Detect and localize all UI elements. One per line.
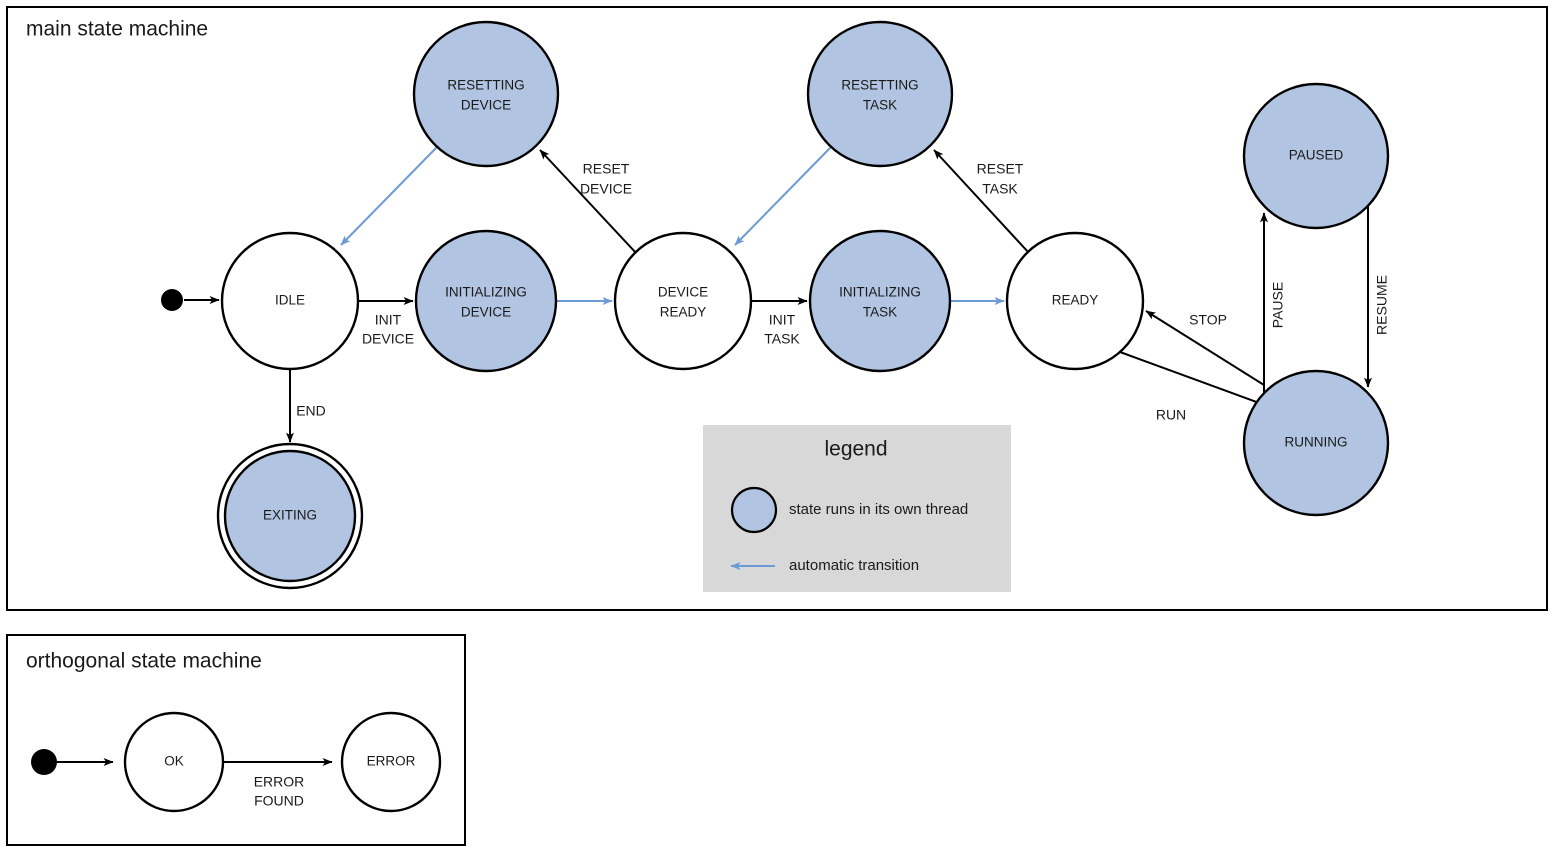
- state-resetting-device-label-line1: RESETTING: [447, 78, 524, 93]
- transition-ready-to-resetting-task: [933, 149, 1030, 254]
- state-idle[interactable]: IDLE: [220, 231, 360, 371]
- state-initializing-device-label-line1: INITIALIZING: [445, 285, 527, 300]
- edge-label-resume: RESUME: [1374, 275, 1390, 335]
- edge-label-stop: STOP: [1189, 312, 1227, 328]
- transition-resetting-task-to-device-ready: [734, 146, 832, 246]
- orthogonal-machine-frame: [6, 634, 466, 846]
- state-initializing-device[interactable]: INITIALIZING DEVICE: [414, 229, 558, 373]
- edge-label-pause: PAUSE: [1270, 282, 1286, 328]
- edge-label-run: RUN: [1156, 407, 1186, 423]
- state-device-ready[interactable]: DEVICE READY: [613, 231, 753, 371]
- legend-thread-state-label: state runs in its own thread: [789, 501, 968, 518]
- state-device-ready-label-line2: READY: [660, 305, 707, 320]
- edge-label-reset-device-line1: RESET: [583, 161, 630, 177]
- state-initializing-task-label-line2: TASK: [863, 305, 897, 320]
- state-resetting-task-label-line2: TASK: [863, 98, 897, 113]
- state-resetting-device[interactable]: RESETTING DEVICE: [412, 20, 560, 168]
- edge-label-reset-device-line2: DEVICE: [580, 181, 632, 197]
- state-ready[interactable]: READY: [1005, 231, 1145, 371]
- transition-running-to-ready: [1145, 310, 1265, 386]
- state-exiting[interactable]: EXITING: [216, 442, 364, 590]
- state-initializing-task-label-line1: INITIALIZING: [839, 285, 921, 300]
- state-ok-label: OK: [164, 754, 184, 769]
- edge-label-init-device-line1: INIT: [375, 312, 402, 328]
- state-resetting-device-label-line2: DEVICE: [461, 98, 511, 113]
- state-ready-label: READY: [1052, 293, 1099, 308]
- state-error-label: ERROR: [367, 754, 416, 769]
- state-device-ready-label-line1: DEVICE: [658, 285, 708, 300]
- state-resetting-task[interactable]: RESETTING TASK: [806, 20, 954, 168]
- edge-label-error-found-line1: ERROR: [254, 774, 305, 790]
- state-initializing-device-label-line2: DEVICE: [461, 305, 511, 320]
- state-idle-label: IDLE: [275, 293, 305, 308]
- orthogonal-machine-title: orthogonal state machine: [26, 650, 262, 673]
- state-running-label: RUNNING: [1285, 435, 1348, 450]
- edge-label-end: END: [296, 403, 326, 419]
- main-machine-frame: [6, 6, 1548, 611]
- transition-ready-to-running: [1119, 351, 1274, 409]
- state-paused[interactable]: PAUSED: [1242, 82, 1390, 230]
- legend-automatic-transition-label: automatic transition: [789, 557, 919, 574]
- edge-label-init-task-line2: TASK: [764, 331, 800, 347]
- edge-label-reset-task-line2: TASK: [982, 181, 1018, 197]
- edge-label-init-task-line1: INIT: [769, 312, 796, 328]
- transition-device-ready-to-resetting-device: [539, 149, 637, 254]
- state-exiting-outer-ring: [216, 442, 364, 590]
- state-running[interactable]: RUNNING: [1242, 369, 1390, 517]
- state-error[interactable]: ERROR: [340, 711, 442, 813]
- state-initializing-task[interactable]: INITIALIZING TASK: [808, 229, 952, 373]
- edge-label-error-found-line2: FOUND: [254, 793, 304, 809]
- state-ok[interactable]: OK: [123, 711, 225, 813]
- edge-label-init-device-line2: DEVICE: [362, 331, 414, 347]
- legend: legend state runs in its own thread auto…: [703, 425, 1011, 592]
- orthogonal-initial-state-marker: [31, 749, 57, 775]
- state-paused-label: PAUSED: [1289, 148, 1344, 163]
- state-exiting-label: EXITING: [263, 508, 317, 523]
- state-resetting-task-label-line1: RESETTING: [841, 78, 918, 93]
- transition-resetting-device-to-idle: [340, 146, 438, 246]
- legend-title: legend: [824, 438, 887, 461]
- edge-label-reset-task-line1: RESET: [977, 161, 1024, 177]
- main-machine-title: main state machine: [26, 18, 208, 41]
- legend-thread-state-swatch: [730, 486, 778, 534]
- main-initial-state-marker: [161, 289, 183, 311]
